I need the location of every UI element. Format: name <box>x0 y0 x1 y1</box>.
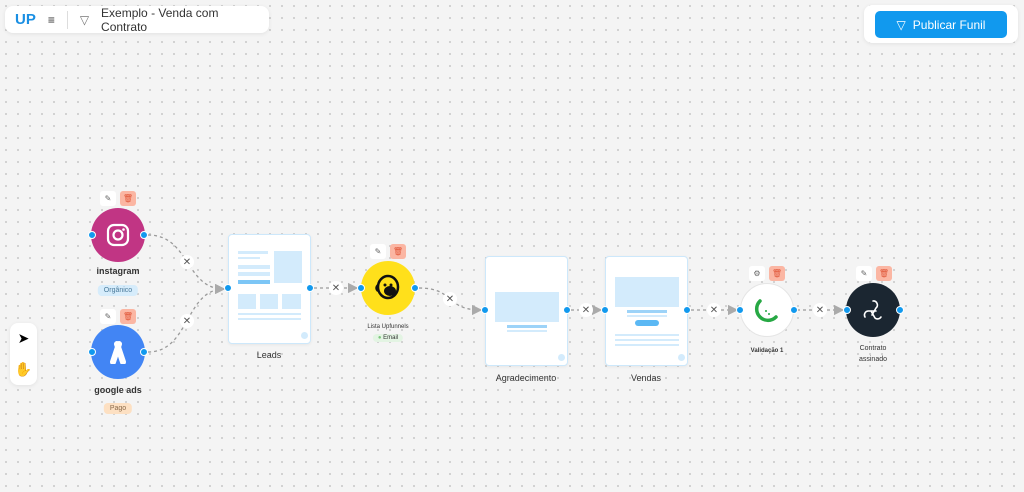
node-toolbar: ✎🗑 <box>100 191 136 206</box>
mailchimp-node[interactable] <box>361 261 415 315</box>
connection-handle[interactable] <box>140 231 148 239</box>
trash-icon[interactable]: 🗑 <box>390 244 406 259</box>
connection-handle[interactable] <box>790 306 798 314</box>
edit-icon[interactable]: ✎ <box>370 244 386 259</box>
traffic-badge: Pago <box>103 403 133 414</box>
edit-icon[interactable]: ✎ <box>856 266 872 281</box>
leads-page-node[interactable] <box>228 234 311 344</box>
funnel-title[interactable]: Exemplo - Venda com Contrato <box>101 5 219 34</box>
divider <box>66 10 68 29</box>
connection-handle[interactable] <box>88 231 96 239</box>
instagram-node[interactable] <box>91 208 145 262</box>
webhook-settings-icon[interactable]: ⚙ <box>749 266 765 281</box>
watermelon-icon <box>754 299 778 323</box>
pointer-icon[interactable]: ➤ <box>17 330 30 346</box>
node-toolbar: ✎🗑 <box>856 266 892 281</box>
trash-icon[interactable]: 🗑 <box>120 191 136 206</box>
vendas-page-node[interactable] <box>605 256 688 366</box>
node-label: google ads <box>94 385 142 395</box>
delete-edge-icon[interactable]: ✕ <box>180 314 194 328</box>
agradecimento-page-node[interactable] <box>485 256 568 366</box>
node-label: instagram <box>96 266 140 276</box>
trash-icon[interactable]: 🗑 <box>769 266 785 281</box>
node-toolbar: ⚙🗑 <box>749 266 785 281</box>
edit-icon[interactable]: ✎ <box>100 191 116 206</box>
delete-edge-icon[interactable]: ✕ <box>707 303 721 317</box>
traffic-badge: Orgânico <box>97 285 139 296</box>
edit-icon[interactable]: ✎ <box>100 309 116 324</box>
connection-handle[interactable] <box>88 348 96 356</box>
connection-handle[interactable] <box>563 306 571 314</box>
connection-handle[interactable] <box>411 284 419 292</box>
delete-edge-icon[interactable]: ✕ <box>443 292 457 306</box>
top-bar: UP ≡ ▽ Exemplo - Venda com Contrato <box>5 5 269 34</box>
google-ads-node[interactable] <box>91 325 145 379</box>
connection-handle[interactable] <box>843 306 851 314</box>
node-label: Vendas <box>630 373 662 383</box>
webhook-icon <box>863 300 882 320</box>
connection-handle[interactable] <box>140 348 148 356</box>
instagram-icon <box>106 223 130 247</box>
connection-handle[interactable] <box>736 306 744 314</box>
google-ads-icon <box>110 341 126 364</box>
node-label: Validação 1 <box>750 348 784 354</box>
node-label: Leads <box>256 350 282 360</box>
node-toolbar: ✎🗑 <box>370 244 406 259</box>
connection-handle[interactable] <box>224 284 232 292</box>
trash-icon[interactable]: 🗑 <box>120 309 136 324</box>
edge-google-leads <box>147 283 226 353</box>
node-toolbar: ✎🗑 <box>100 309 136 324</box>
hand-icon[interactable]: ✋ <box>14 361 33 377</box>
delete-edge-icon[interactable]: ✕ <box>813 303 827 317</box>
badge-label: Email <box>383 335 399 341</box>
delete-edge-icon[interactable]: ✕ <box>329 281 343 295</box>
validacao-node[interactable] <box>740 283 794 337</box>
node-label: Agradecimento <box>495 373 557 383</box>
connection-handle[interactable] <box>896 306 904 314</box>
funnel-icon: ▽ <box>79 12 90 27</box>
canvas-tools: ➤ ✋ <box>10 323 37 385</box>
contrato-node[interactable] <box>846 283 900 337</box>
hamburger-icon[interactable]: ≡ <box>47 12 55 27</box>
node-label: Contrato assinado <box>858 345 888 363</box>
logo[interactable]: UP <box>15 11 36 28</box>
status-dot-icon: ● <box>377 335 382 341</box>
publish-panel: ▽ Publicar Funil <box>864 5 1018 43</box>
connection-handle[interactable] <box>306 284 314 292</box>
connection-handle[interactable] <box>601 306 609 314</box>
connection-handle[interactable] <box>357 284 365 292</box>
connection-handle[interactable] <box>683 306 691 314</box>
publish-label: Publicar Funil <box>912 17 986 32</box>
node-label: Lista Upfunnels <box>367 324 409 330</box>
delete-edge-icon[interactable]: ✕ <box>579 303 593 317</box>
email-badge: ● Email <box>372 334 404 342</box>
mailchimp-icon <box>375 274 400 300</box>
funnel-icon: ▽ <box>896 17 906 32</box>
delete-edge-icon[interactable]: ✕ <box>180 255 194 269</box>
connection-handle[interactable] <box>481 306 489 314</box>
trash-icon[interactable]: 🗑 <box>876 266 892 281</box>
publish-funnel-button[interactable]: ▽ Publicar Funil <box>875 11 1007 38</box>
